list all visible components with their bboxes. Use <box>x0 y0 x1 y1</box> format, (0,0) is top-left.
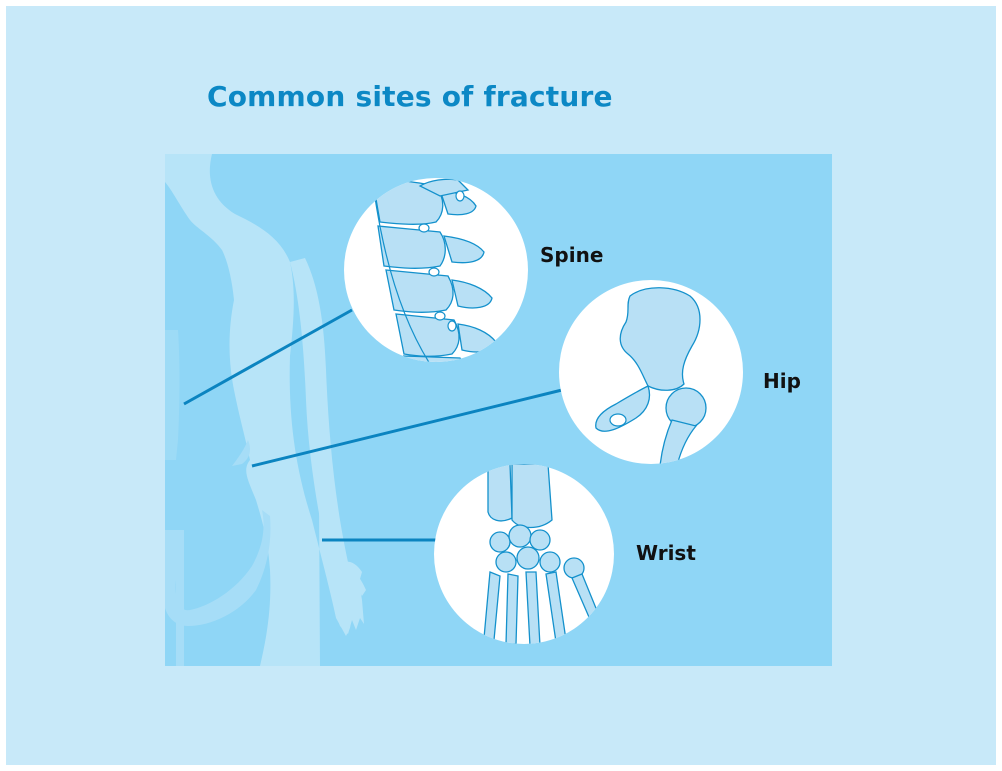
wrist-label: Wrist <box>636 541 696 565</box>
hip-label: Hip <box>763 369 801 393</box>
page-title: Common sites of fracture <box>207 80 613 113</box>
spine-label: Spine <box>540 243 603 267</box>
